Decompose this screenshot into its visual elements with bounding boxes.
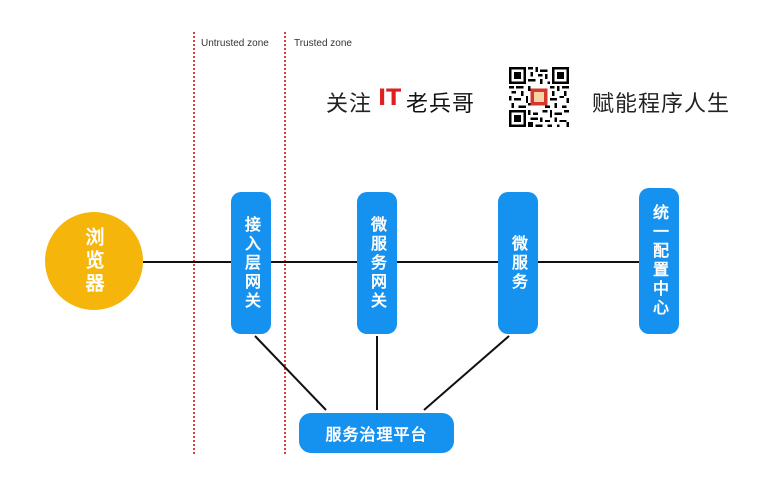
access-gateway-node: 接入层网关 bbox=[231, 192, 271, 334]
trusted-zone-label: Trusted zone bbox=[294, 38, 352, 49]
banner-slogan: 赋能程序人生 bbox=[592, 92, 731, 117]
banner-it-logo: IT bbox=[378, 86, 402, 111]
qr-code-icon bbox=[509, 67, 569, 127]
microservice-node: 微服务 bbox=[498, 192, 538, 334]
link-access-gateway-governance bbox=[254, 335, 327, 411]
untrusted-zone-label: Untrusted zone bbox=[201, 38, 269, 49]
governance-platform-node: 服务治理平台 bbox=[299, 413, 454, 453]
link-microservice-governance bbox=[423, 335, 510, 411]
microservice-gateway-node: 微服务网关 bbox=[357, 192, 397, 334]
trusted-zone-boundary bbox=[284, 32, 286, 454]
browser-node: 浏览器 bbox=[45, 212, 143, 310]
untrusted-zone-boundary bbox=[193, 32, 195, 454]
banner-prefix: 关注 bbox=[326, 92, 373, 117]
config-center-node: 统一配置中心 bbox=[639, 188, 679, 334]
banner-brand: 老兵哥 bbox=[406, 92, 476, 117]
